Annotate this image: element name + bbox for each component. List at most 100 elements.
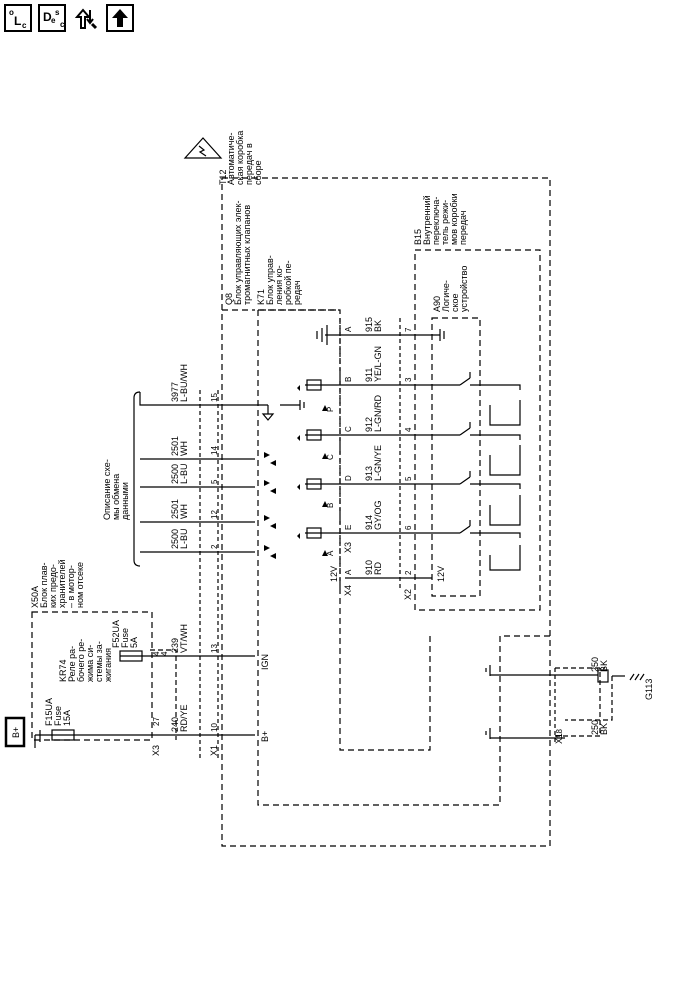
svg-text:B+: B+ [260,731,270,742]
svg-text:A90: A90 [432,296,442,312]
kr74-label: KR74 Реле ра- бочего ре- жима си- стемы … [58,639,113,682]
svg-text:Блок плав-: Блок плав- [39,562,49,608]
svg-text:2500: 2500 [170,464,180,484]
toolbar: o L c D e s c [4,4,134,38]
svg-text:6: 6 [404,525,413,530]
svg-text:914: 914 [364,515,374,530]
svg-text:ном отсеке: ном отсеке [75,562,85,608]
description-view-button[interactable]: D e s c [38,4,66,32]
svg-text:X3: X3 [151,745,161,756]
svg-text:ское: ское [450,293,460,312]
svg-text:устройство: устройство [459,266,469,312]
svg-text:Внутренний: Внутренний [422,195,432,245]
svg-text:KR74: KR74 [58,659,68,682]
svg-text:RD/YE: RD/YE [179,704,189,732]
svg-text:2: 2 [210,544,219,549]
svg-text:4: 4 [404,427,413,432]
wire-labels: 3977 L-BU/WH 2501 WH 2500 L-BU 2501 WH 2… [170,317,609,735]
svg-text:жима си-: жима си- [85,645,95,682]
f52ua-label: F52UA Fuse 5A [111,620,139,648]
svg-text:240: 240 [170,717,180,732]
svg-text:12: 12 [210,510,219,519]
svg-text:L-GN/YE: L-GN/YE [373,445,383,481]
svg-text:X1: X1 [209,745,219,756]
svg-text:B15: B15 [413,229,423,245]
svg-text:стемы за-: стемы за- [94,641,104,682]
svg-text:данными: данными [120,482,130,520]
pin-labels: 15 14 5 12 2 13 10 27 4 4 18 3 4 5 6 7 2… [152,326,564,738]
svg-text:27: 27 [152,717,161,726]
svg-text:A: A [344,569,353,575]
svg-text:C: C [344,426,353,432]
svg-text:передач в: передач в [244,143,254,185]
svg-text:913: 913 [364,466,374,481]
svg-text:L-GN/RD: L-GN/RD [373,394,383,432]
svg-text:L-BU: L-BU [179,528,189,549]
svg-text:– в мотор-: – в мотор- [66,565,76,608]
svg-text:VT/WH: VT/WH [179,624,189,653]
svg-text:Реле ра-: Реле ра- [67,646,77,682]
svg-text:Описание схе-: Описание схе- [102,459,112,520]
svg-text:13: 13 [210,644,219,653]
svg-text:Автоматиче-: Автоматиче- [226,133,236,185]
svg-text:редач: редач [292,280,302,305]
svg-text:3977: 3977 [170,382,180,402]
svg-text:бочего ре-: бочего ре- [76,639,86,682]
svg-text:Блок управ-: Блок управ- [265,255,275,305]
svg-text:BK: BK [599,660,609,672]
svg-text:ления ко-: ления ко- [274,265,284,305]
svg-text:5: 5 [404,476,413,481]
svg-text:2501: 2501 [170,436,180,456]
svg-text:B+: B+ [11,727,21,738]
arrow-up-icon [112,9,128,27]
svg-text:B: B [344,377,353,382]
go-up-button[interactable] [106,4,134,32]
t12-label: T12 Автоматиче- ская коробка передач в с… [218,131,263,185]
svg-text:X2: X2 [403,589,413,600]
svg-text:P: P [326,407,335,412]
wiring-tools-button[interactable] [72,4,100,32]
svg-text:3: 3 [404,377,413,382]
svg-text:ская коробка: ская коробка [235,131,245,185]
svg-text:18: 18 [555,729,564,738]
svg-text:L-BU/WH: L-BU/WH [179,364,189,402]
svg-text:X1: X1 [554,733,564,744]
svg-text:A: A [326,550,335,556]
svg-text:2501: 2501 [170,499,180,519]
svg-text:4: 4 [152,651,161,656]
location-view-button[interactable]: o L c [4,4,32,32]
svg-text:C: C [326,454,335,460]
svg-text:BK: BK [373,320,383,332]
f15ua-label: F15UA Fuse 15A [44,698,72,726]
svg-text:A: A [344,326,353,332]
svg-text:X3: X3 [343,542,353,553]
svg-text:WH: WH [179,441,189,456]
svg-text:F15UA: F15UA [44,698,54,726]
svg-text:тромагнитных клапанов: тромагнитных клапанов [242,205,252,305]
k71-label: K71 Блок управ- ления ко- робкой пе- ред… [256,255,302,305]
svg-text:L-BU: L-BU [179,463,189,484]
svg-text:15: 15 [210,393,219,402]
svg-text:K71: K71 [256,289,266,305]
svg-text:Блок управляющих элек-: Блок управляющих элек- [233,201,243,305]
connector-labels: X1 X1 X2 X3 X3 X4 [151,542,564,756]
svg-text:239: 239 [170,638,180,653]
b15-label: B15 Внутренний переключа- тель режи- мов… [413,193,468,245]
svg-text:15A: 15A [62,710,72,726]
battery-plus-box: B+ [4,716,26,748]
svg-text:мы обмена: мы обмена [111,474,121,520]
q8-label: Q8 Блок управляющих элек- тромагнитных к… [224,201,252,305]
svg-text:F52UA: F52UA [111,620,121,648]
svg-text:BK: BK [599,723,609,735]
svg-text:GY/OG: GY/OG [373,500,383,530]
data-description-label: Описание схе- мы обмена данными [102,459,130,520]
wrench-arrows-icon [74,8,98,30]
svg-text:912: 912 [364,417,374,432]
svg-text:250: 250 [590,657,600,672]
svg-text:робкой пе-: робкой пе- [283,260,293,305]
svg-text:7: 7 [404,327,413,332]
svg-text:X50A: X50A [30,586,40,608]
svg-text:мов коробки: мов коробки [449,193,459,245]
svg-text:14: 14 [210,446,219,455]
